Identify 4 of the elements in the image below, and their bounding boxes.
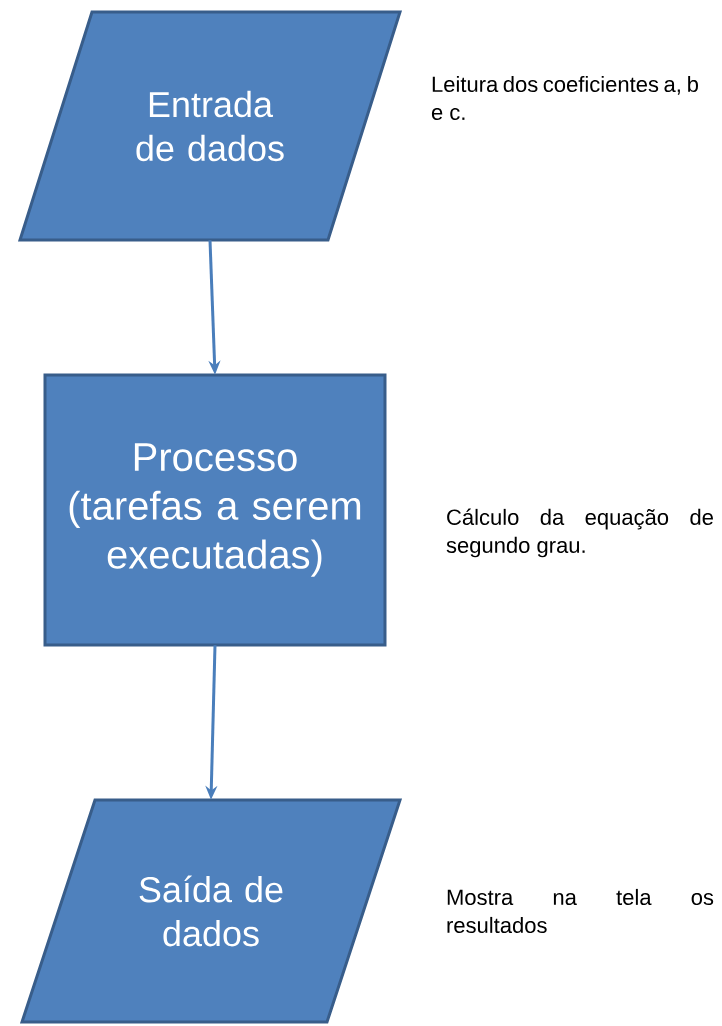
side-note: Leitura dos coeficientes a, b e c. [431,75,698,121]
process-box: Processo (tarefas a serem executadas) [43,373,387,647]
side-note: Cálculo da equação de segundo grau. [446,508,713,558]
side-note: Mostra na tela os resultados [447,888,714,934]
